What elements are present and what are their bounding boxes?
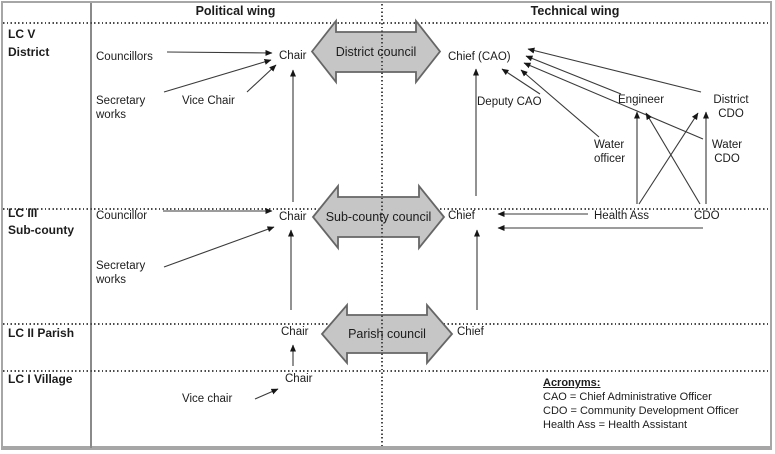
node-chair-subcounty: Chair <box>279 211 307 223</box>
acronyms-title: Acronyms: <box>543 377 601 389</box>
node-chair-parish: Chair <box>281 326 309 338</box>
subcounty-council-arrow <box>311 183 446 251</box>
node-health-ass: Health Ass <box>594 210 649 222</box>
node-chief-subcounty: Chief <box>448 210 475 222</box>
technical-wing-header: Technical wing <box>530 4 620 18</box>
node-councillor-subcounty: Councillor <box>96 210 148 222</box>
acronym-cdo: CDO = Community Development Officer <box>543 405 739 417</box>
row-label-lci: LC I Village <box>8 372 73 386</box>
node-water-officer: Water officer <box>594 139 626 165</box>
arrow-water-cdo-to-cao <box>523 62 704 140</box>
node-chief-cao: Chief (CAO) <box>448 51 511 63</box>
acronym-cao: CAO = Chief Administrative Officer <box>543 391 712 403</box>
wing-divider-dotted-line <box>381 4 383 447</box>
arrow-health-ass-to-district-cdo <box>638 112 699 205</box>
node-chair-district: Chair <box>279 50 307 62</box>
node-district-cdo: District CDO <box>713 94 749 120</box>
political-wing-header: Political wing <box>195 4 276 18</box>
subcounty-council-label: Sub-county council <box>325 210 432 224</box>
node-water-cdo: Water CDO <box>711 139 743 165</box>
arrow-district-cdo-to-cao <box>527 47 702 93</box>
row-label-lcii: LC II Parish <box>8 326 75 340</box>
node-secretary-works-subcounty: Secretary works <box>96 260 146 286</box>
district-council-label: District council <box>335 45 417 59</box>
arrow-cdo-to-engineer <box>645 112 701 205</box>
parish-village-dotted-line <box>3 370 770 372</box>
arrow-vice-chair-to-district-chair <box>246 64 277 93</box>
node-engineer: Engineer <box>618 94 665 106</box>
arrow-secretary-works-to-subcounty-chair <box>163 226 275 268</box>
arrow-vice-chair-to-village-chair <box>254 388 279 400</box>
parish-council-label: Parish council <box>348 327 426 341</box>
node-secretary-works-district: Secretary works <box>96 95 146 121</box>
district-council-arrow <box>310 18 442 85</box>
node-vice-chair-district: Vice Chair <box>182 95 235 107</box>
row-label-lcv-line1: LC V <box>8 27 36 41</box>
node-vice-chair-village: Vice chair <box>182 393 233 405</box>
arrow-secretary-works-to-district-chair <box>163 58 272 93</box>
node-councillors-district: Councillors <box>96 51 153 63</box>
node-chair-village: Chair <box>285 373 313 385</box>
node-cdo-subcounty: CDO <box>694 210 720 222</box>
row-label-lciii-line1: LC III <box>8 206 38 220</box>
parish-council-arrow <box>320 302 454 366</box>
arrow-water-officer-to-cao <box>520 69 600 138</box>
arrow-councillors-to-district-chair <box>166 49 273 56</box>
node-chief-parish: Chief <box>457 326 484 338</box>
header-separator-dotted-line <box>3 22 770 24</box>
arrow-deputy-cao-to-cao <box>501 68 541 95</box>
row-label-lcv-line2: District <box>8 45 50 59</box>
node-deputy-cao: Deputy CAO <box>477 96 542 108</box>
row-label-lciii-line2: Sub-county <box>8 223 74 237</box>
acronym-health-ass: Health Ass = Health Assistant <box>543 419 687 431</box>
arrow-engineer-to-cao <box>525 55 622 95</box>
left-column-divider <box>90 3 92 448</box>
